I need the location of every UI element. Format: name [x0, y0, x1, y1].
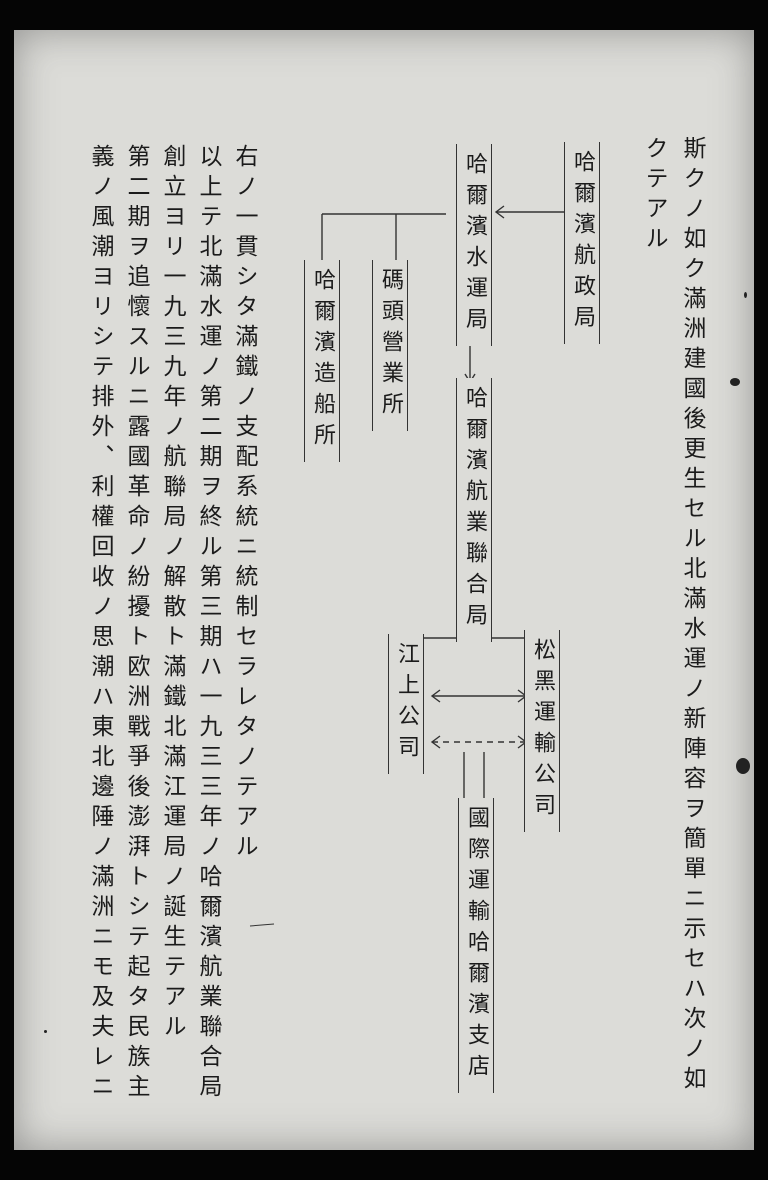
org-node-pier-office: 碼頭營業所: [372, 260, 408, 431]
org-node-songhei-transport: 松黑運輸公司: [524, 630, 560, 832]
intro-line-1: 斯クノ如ク滿洲建國後更生セル北滿水運ノ新陣容ヲ簡單ニ示セハ次ノ如: [679, 136, 705, 1096]
scan-speck: [730, 378, 740, 386]
scan-speck: [44, 1030, 47, 1033]
intro-line-2: クテアル: [641, 136, 667, 256]
scan-speck: [736, 758, 750, 774]
body-line-2: 以上テ北滿水運ノ第二期ヲ終ル第三期ハ一九三三年ノ哈爾濱航業聯合局: [195, 144, 221, 1104]
arrow-head: [430, 689, 441, 703]
body-line-4: 第二期ヲ追懷スルニ露國革命ノ紛擾ト欧洲戰爭後澎湃トシテ起タ民族主: [123, 144, 149, 1104]
org-node-intl-transport-harbin: 國際運輸哈爾濱支店: [458, 798, 494, 1093]
body-line-3: 創立ヨリ一九三九年ノ航聯局ノ解散ト滿鐵北滿江運局ノ誕生テアル: [159, 144, 185, 1044]
scan-mark: [249, 923, 275, 927]
arrow-head: [430, 735, 441, 749]
org-node-harbin-shipping-union: 哈爾濱航業聯合局: [456, 378, 492, 642]
org-node-harbin-water-transport: 哈爾濱水運局: [456, 144, 492, 346]
arrow-head: [494, 205, 505, 219]
body-line-5: 義ノ風潮ヨリシテ排外、利權回收ノ思潮ハ東北邊陲ノ滿洲ニモ及夫レニ: [87, 144, 113, 1104]
org-node-jiangshang-company: 江上公司: [388, 634, 424, 774]
body-line-1: 右ノ一貫シタ滿鐵ノ支配系統ニ統制セラレタノテアル: [231, 144, 257, 864]
scan-speck: [744, 292, 747, 298]
org-node-harbin-shipping-admin: 哈爾濱航政局: [564, 142, 600, 344]
document-page: 斯クノ如ク滿洲建國後更生セル北滿水運ノ新陣容ヲ簡單ニ示セハ次ノ如 クテアル: [14, 30, 754, 1150]
org-node-harbin-shipyard: 哈爾濱造船所: [304, 260, 340, 462]
